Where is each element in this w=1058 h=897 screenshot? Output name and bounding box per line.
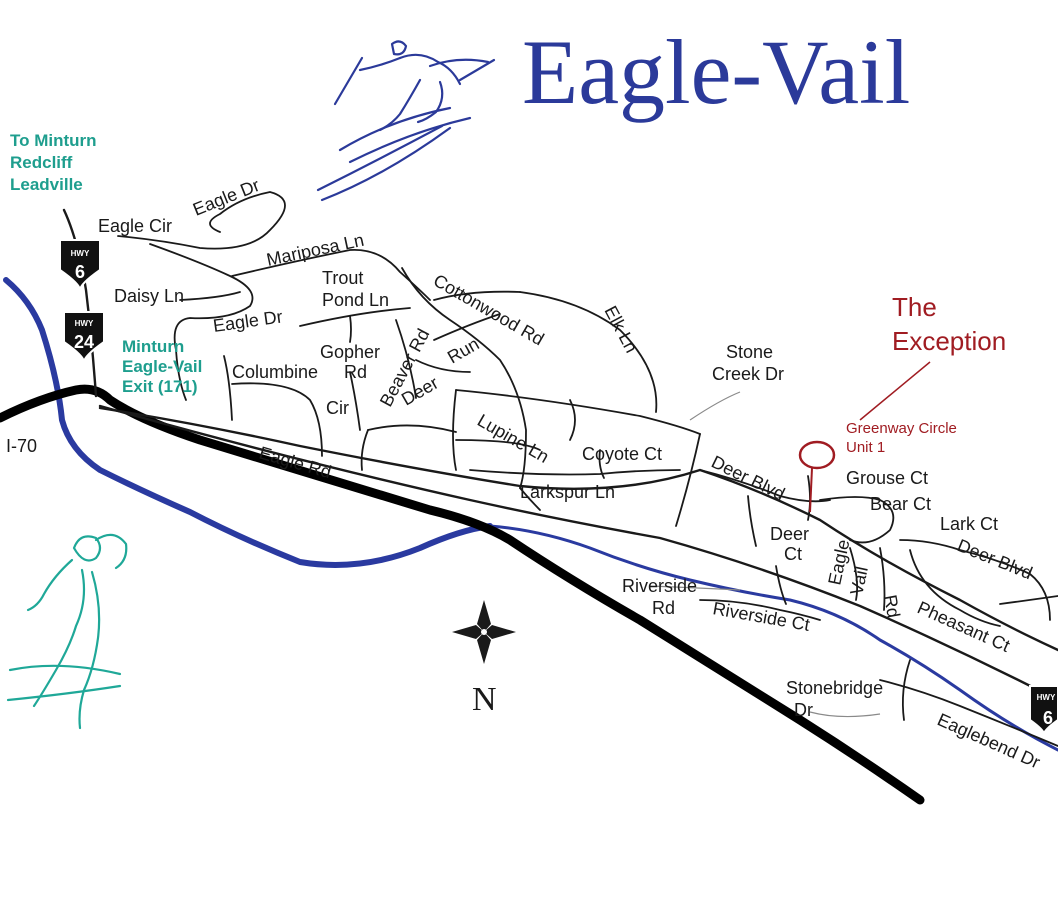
street-trout-pond-line2: Pond Ln bbox=[322, 290, 389, 310]
hwy-6-shield: HWY 6 bbox=[59, 239, 101, 291]
street-deer-ct-line1: Deer bbox=[770, 524, 809, 544]
golfer-icon bbox=[6, 533, 128, 730]
exception-address-line1: Greenway Circle bbox=[846, 420, 957, 437]
street-bear-ct: Bear Ct bbox=[870, 494, 931, 514]
street-eagle-dr-top: Eagle Dr bbox=[190, 175, 262, 220]
skier-icon bbox=[316, 40, 496, 202]
map-title: Eagle-Vail bbox=[522, 21, 910, 123]
street-eagle-cir: Eagle Cir bbox=[98, 216, 172, 236]
i-70-highway bbox=[0, 384, 925, 805]
directions-line2: Redcliff bbox=[10, 153, 73, 172]
hwy-6-east-shield: HWY 6 bbox=[1029, 685, 1058, 735]
street-lupine-ln: Lupine Ln bbox=[474, 410, 552, 467]
street-eagle-vail-rd-line2: Vail bbox=[846, 565, 872, 597]
exception-name-line1: The bbox=[892, 292, 937, 322]
i-70-label: I-70 bbox=[6, 436, 37, 456]
street-stonebridge-line1: Stonebridge bbox=[786, 678, 883, 698]
street-deer-ct-line2: Ct bbox=[784, 544, 802, 564]
compass-rose-icon bbox=[452, 600, 516, 664]
street-riverside-ct: Riverside Ct bbox=[711, 598, 811, 635]
street-elk-ln: Elk Ln bbox=[600, 302, 641, 356]
street-cottonwood-rd: Cottonwood Rd bbox=[430, 270, 547, 349]
street-lark-ct: Lark Ct bbox=[940, 514, 998, 534]
exception-name-line2: Exception bbox=[892, 326, 1006, 356]
hwy-6-east-shield-number: 6 bbox=[1043, 708, 1053, 728]
street-trout-pond-line1: Trout bbox=[322, 268, 363, 288]
street-columbine-line2: Cir bbox=[326, 398, 349, 418]
street-pheasant-ct: Pheasant Ct bbox=[914, 597, 1013, 656]
road-network bbox=[62, 191, 1058, 747]
street-eaglebend-dr: Eaglebend Dr bbox=[934, 709, 1043, 772]
street-eagle-vail-rd-line3: Rd bbox=[880, 593, 904, 619]
street-riverside-rd-line2: Rd bbox=[652, 598, 675, 618]
hwy-6-shield-number: 6 bbox=[75, 262, 85, 282]
hwy-24-shield-top: HWY bbox=[75, 319, 94, 328]
street-stone-creek-line2: Creek Dr bbox=[712, 364, 784, 384]
street-deer-blvd-east: Deer Blvd bbox=[955, 535, 1036, 583]
street-mariposa-ln: Mariposa Ln bbox=[265, 230, 366, 270]
hwy-6-shield-top: HWY bbox=[71, 249, 90, 258]
eagle-river bbox=[3, 277, 1058, 752]
hwy-24-shield-number: 24 bbox=[74, 332, 94, 352]
street-larkspur-ln: Larkspur Ln bbox=[520, 482, 615, 502]
exception-leader bbox=[859, 361, 931, 421]
street-stonebridge-line2: Dr bbox=[794, 700, 813, 720]
compass-north-label: N bbox=[472, 681, 497, 718]
street-daisy-ln: Daisy Ln bbox=[114, 286, 184, 306]
exit-label-line1: Minturn bbox=[122, 337, 184, 356]
street-columbine-line1: Columbine bbox=[232, 362, 318, 382]
street-riverside-rd-line1: Riverside bbox=[622, 576, 697, 596]
street-gopher-line2: Rd bbox=[344, 362, 367, 382]
exception-address-line2: Unit 1 bbox=[846, 439, 885, 456]
street-gopher-line1: Gopher bbox=[320, 342, 380, 362]
street-grouse-ct: Grouse Ct bbox=[846, 468, 928, 488]
location-circle-icon bbox=[798, 440, 836, 470]
exit-label-line2: Eagle-Vail bbox=[122, 357, 202, 376]
exit-label-line3: Exit (171) bbox=[122, 377, 198, 396]
location-pointer bbox=[809, 467, 813, 513]
street-stone-creek-line1: Stone bbox=[726, 342, 773, 362]
directions-line3: Leadville bbox=[10, 175, 83, 194]
hwy-24-shield: HWY 24 bbox=[63, 311, 105, 363]
directions-line1: To Minturn bbox=[10, 131, 97, 150]
hwy-6-east-shield-top: HWY bbox=[1037, 693, 1056, 702]
street-coyote-ct: Coyote Ct bbox=[582, 444, 662, 464]
street-eagle-dr-mid: Eagle Dr bbox=[212, 306, 284, 336]
